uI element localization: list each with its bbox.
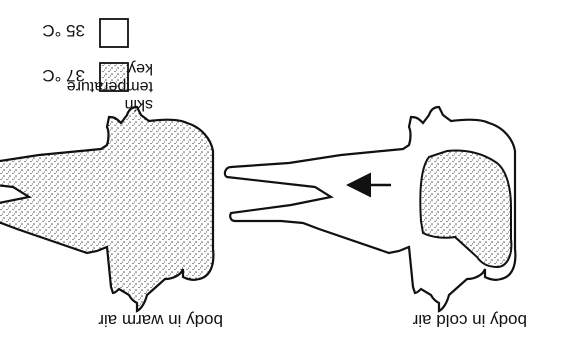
key-label-35: 35 °C [42, 22, 85, 39]
key-title-line: skin [67, 95, 153, 113]
warm-body [0, 107, 213, 311]
key-label-37: 37 °C [42, 67, 85, 84]
caption-cold: body in cold air [413, 312, 527, 329]
key-swatch-35 [100, 19, 128, 47]
caption-warm: body in warm air [98, 312, 223, 329]
cold-body [225, 107, 515, 311]
